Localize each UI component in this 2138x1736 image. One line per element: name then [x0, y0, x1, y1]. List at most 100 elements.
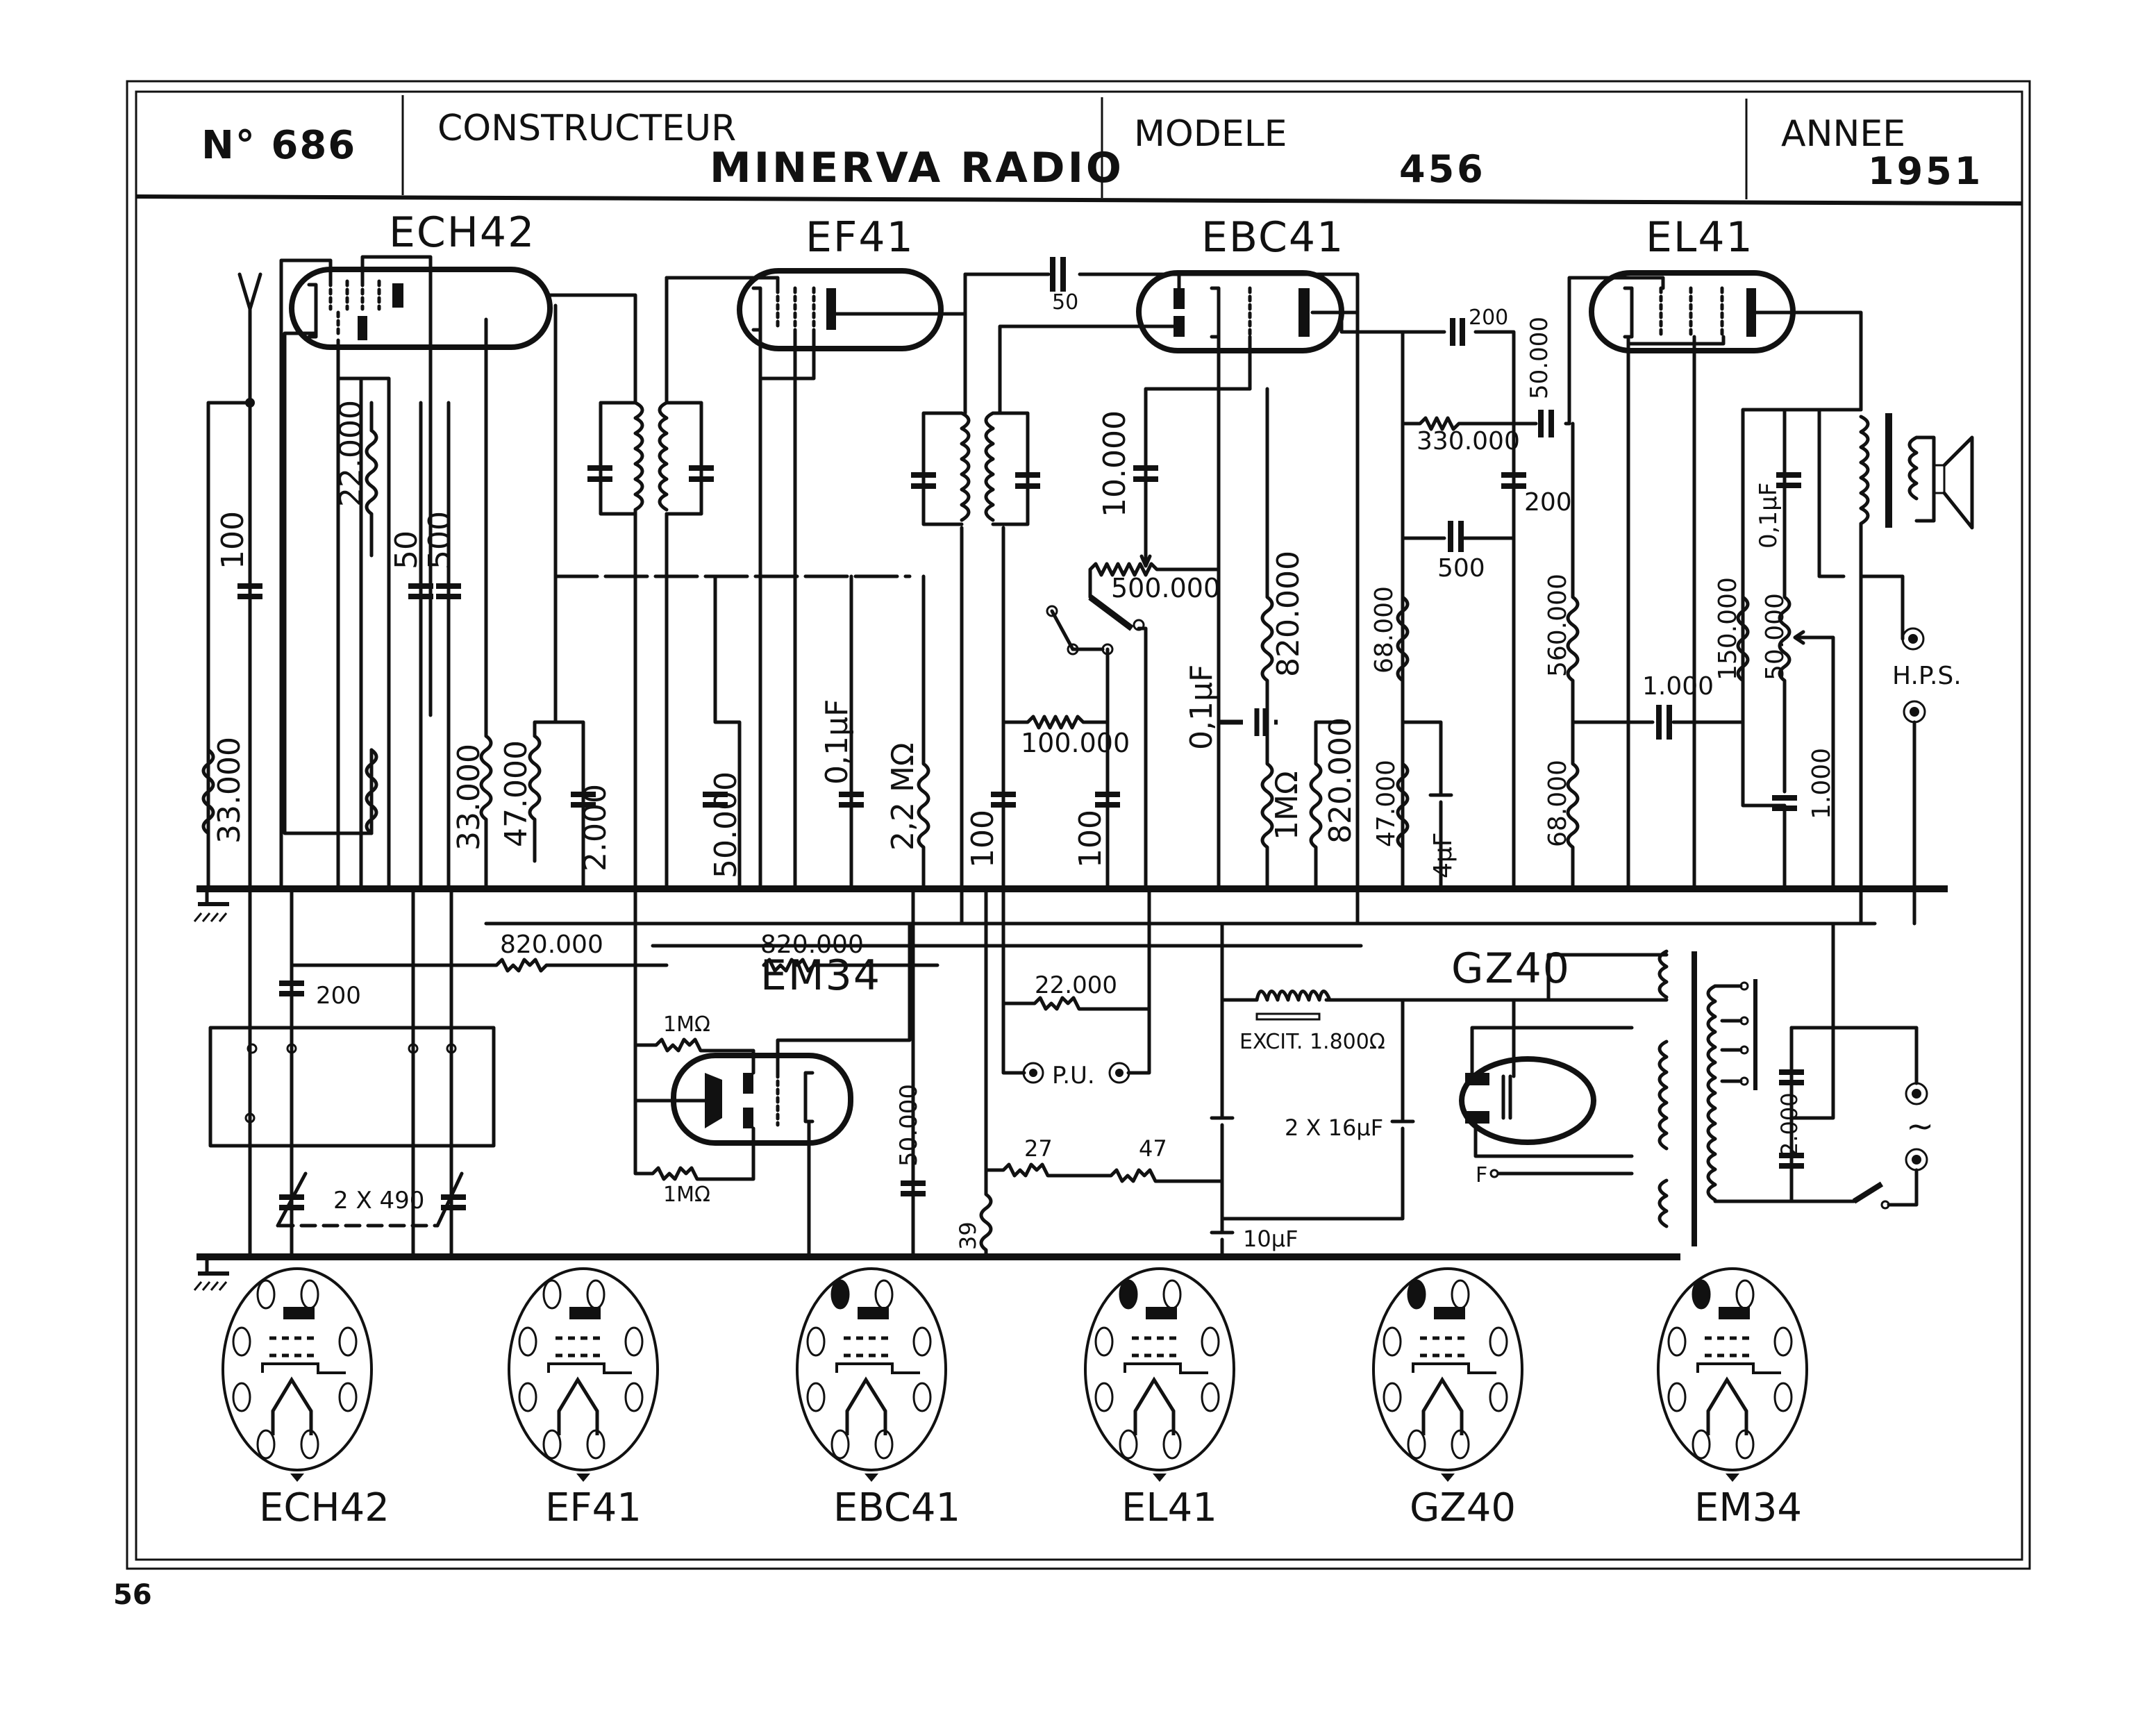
socket-pin — [1667, 1382, 1687, 1412]
potentiometer-500k — [1088, 562, 1221, 599]
socket-pin — [256, 1429, 276, 1460]
socket-cathode — [1124, 1362, 1208, 1374]
label-r-ant: 33.000 — [212, 737, 247, 844]
socket-pin — [338, 1326, 358, 1357]
socket-heater — [845, 1376, 887, 1435]
socket-pin — [1119, 1429, 1138, 1460]
resistor-22k-pu — [1001, 996, 1151, 1011]
capacitor-1000-a — [1656, 705, 1662, 740]
socket-grid — [556, 1336, 604, 1358]
socket-pin — [1667, 1326, 1687, 1357]
label-pu: P.U. — [1052, 1062, 1095, 1090]
label-r-330k: 330.000 — [1417, 427, 1520, 456]
chassis-ground-icon — [193, 1255, 229, 1291]
resistor-1m-em-a — [633, 1037, 755, 1075]
socket-pin — [1162, 1279, 1182, 1310]
label-r-820k-c: 820.000 — [500, 930, 603, 959]
label-r-47k: 47.000 — [499, 740, 534, 847]
capacitor-50000-el — [1538, 410, 1544, 437]
antenna-icon — [237, 272, 262, 405]
title-block: N° 686 CONSTRUCTEUR MINERVA RADIO MODELE… — [135, 95, 2023, 206]
switch-icon[interactable] — [1046, 594, 1145, 656]
if-transformer-1 — [587, 401, 714, 516]
label-r-560k: 560.000 — [1544, 574, 1572, 677]
socket-anode — [1146, 1307, 1177, 1319]
socket-pin — [1451, 1279, 1470, 1310]
power-transformer — [1657, 949, 1757, 1246]
resistor-33k-ant — [201, 748, 215, 835]
socket-anode — [283, 1307, 315, 1319]
label-c-4uf: 4µF — [1429, 832, 1458, 878]
label-hps: H.P.S. — [1892, 662, 1962, 690]
tube-label-ech42: ECH42 — [389, 208, 535, 257]
label-r-39: 39 — [955, 1221, 981, 1250]
tube-socket-ef41: EF41 — [508, 1267, 659, 1530]
socket-pin — [1692, 1279, 1711, 1310]
label-c-01-out: 0,1µF — [1755, 483, 1782, 549]
socket-grid — [1420, 1336, 1469, 1358]
socket-heater — [1421, 1376, 1464, 1435]
socket-pin — [912, 1326, 932, 1357]
excitation-coil — [1255, 990, 1332, 1021]
power-switch[interactable] — [1852, 1181, 1890, 1210]
label-r-68k-a: 68.000 — [1370, 586, 1398, 674]
tube-label-gz40: GZ40 — [1451, 944, 1571, 993]
capacitor-200-b — [1501, 472, 1526, 478]
mains-jack-1[interactable] — [1905, 1082, 1928, 1105]
socket-pin — [1773, 1326, 1793, 1357]
label-c-10uf: 10µF — [1243, 1226, 1298, 1252]
label-c-200-a: 200 — [1469, 306, 1508, 330]
socket-label: GZ40 — [1410, 1485, 1516, 1530]
pickup-jack-2[interactable] — [1108, 1062, 1130, 1084]
tube-gz40 — [1459, 1056, 1596, 1145]
socket-pin — [830, 1429, 850, 1460]
socket-grid — [844, 1336, 892, 1358]
socket-pin — [542, 1429, 562, 1460]
modele-value: 456 — [1399, 147, 1486, 191]
socket-outline — [796, 1267, 947, 1471]
label-r-100k: 100.000 — [1021, 728, 1130, 758]
annee-label: ANNEE — [1781, 113, 1905, 155]
socket-label: ECH42 — [259, 1485, 390, 1530]
tube-label-el41: EL41 — [1646, 213, 1754, 262]
mains-jack-2[interactable] — [1905, 1148, 1928, 1171]
pickup-jack-1[interactable] — [1022, 1062, 1044, 1084]
label-r-33k: 33.000 — [451, 744, 487, 851]
capacitor-200-a — [1450, 318, 1455, 346]
socket-anode — [1719, 1307, 1750, 1319]
label-fo: F — [1476, 1163, 1487, 1187]
socket-pin — [1489, 1326, 1508, 1357]
mains-symbol-icon: ~ — [1906, 1107, 1934, 1146]
resistor-22k-osc — [365, 748, 378, 835]
constructeur-value: MINERVA RADIO — [710, 144, 1124, 192]
label-c-2x16: 2 X 16µF — [1285, 1115, 1383, 1141]
hps-jack-2[interactable] — [1903, 700, 1926, 724]
socket-pin — [1692, 1429, 1711, 1460]
socket-pin — [518, 1382, 537, 1412]
label-c-50-coupling: 50 — [1052, 290, 1078, 315]
socket-pin — [806, 1326, 826, 1357]
label-c-100-b: 100 — [1073, 810, 1108, 868]
capacitor-10000 — [1133, 465, 1158, 471]
socket-pin — [542, 1279, 562, 1310]
socket-pin — [300, 1279, 319, 1310]
label-r-820k-b: 820.000 — [1323, 717, 1358, 844]
variable-capacitor[interactable] — [276, 1171, 466, 1228]
socket-key — [1441, 1474, 1455, 1482]
socket-pin — [806, 1382, 826, 1412]
label-c-50000-el: 50.000 — [1526, 317, 1553, 399]
resistor-33k — [479, 317, 493, 891]
hps-jack-1[interactable] — [1901, 627, 1925, 651]
socket-heater — [1706, 1376, 1748, 1435]
socket-outline — [508, 1267, 659, 1471]
socket-anode — [858, 1307, 889, 1319]
capacitor-4uf — [1401, 720, 1453, 891]
label-r-22k-pu: 22.000 — [1035, 971, 1117, 999]
resistor-39 — [979, 1168, 993, 1259]
socket-pin — [874, 1279, 894, 1310]
speaker-icon — [1907, 435, 1974, 530]
socket-pin — [1489, 1382, 1508, 1412]
socket-outline — [1372, 1267, 1523, 1471]
